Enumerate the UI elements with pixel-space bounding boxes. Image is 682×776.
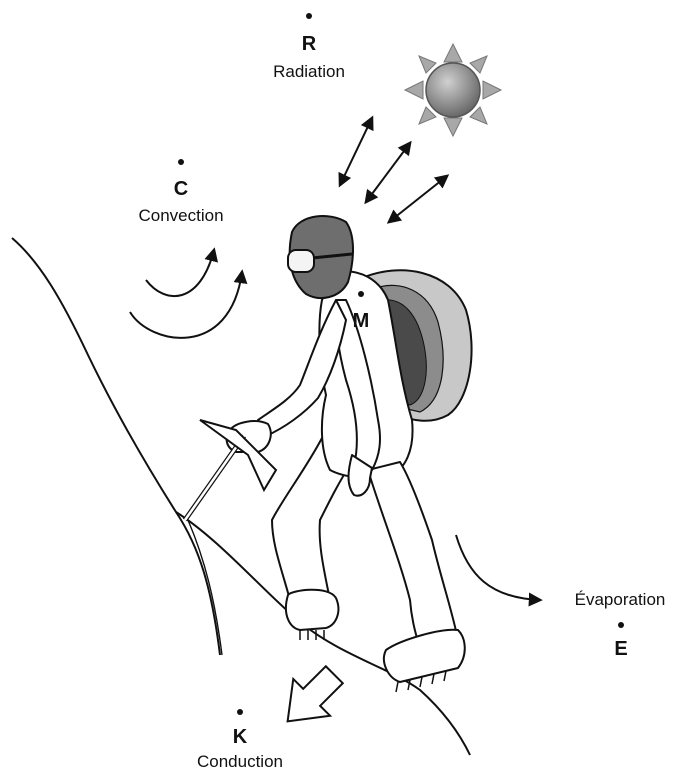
metabolism-symbol: M [353,310,370,332]
radiation-symbol: R [302,33,316,55]
radiation-label: Radiation [273,62,345,82]
evaporation-label: Évaporation [575,590,666,610]
conduction-marker-dot [237,709,243,715]
evaporation-symbol: E [614,638,627,660]
radiation-marker-dot [306,13,312,19]
convection-arrows [130,250,242,338]
radiation-arrows [340,118,447,222]
conduction-label: Conduction [197,752,283,772]
convection-label: Convection [138,206,223,226]
sun-icon [405,44,501,136]
metabolism-marker-dot [358,291,364,297]
conduction-arrow [269,656,352,739]
conduction-symbol: K [233,726,247,748]
evaporation-marker-dot [618,622,624,628]
evaporation-arrow [456,535,540,600]
convection-symbol: C [174,178,188,200]
convection-marker-dot [178,159,184,165]
